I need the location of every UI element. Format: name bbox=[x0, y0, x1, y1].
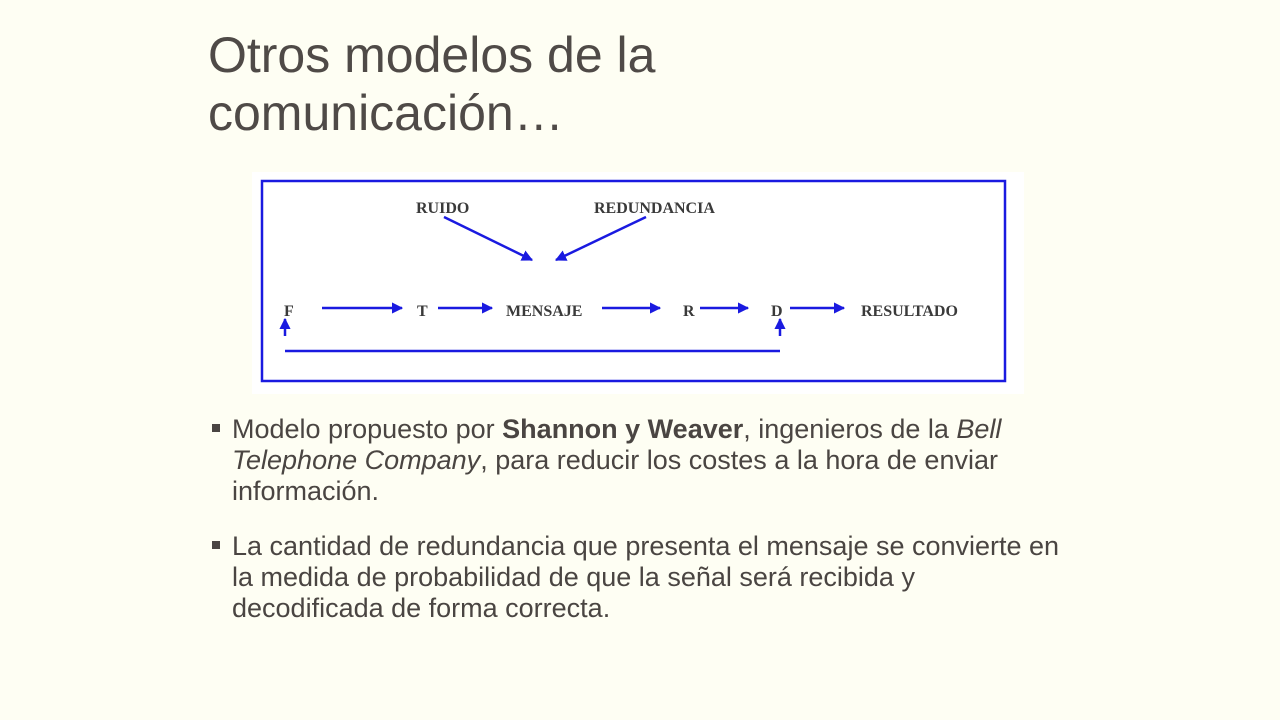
bullet2-text: La cantidad de redundancia que presenta … bbox=[232, 531, 1060, 623]
bullet-list: Modelo propuesto por Shannon y Weaver, i… bbox=[212, 414, 1062, 648]
node-transmitter: T bbox=[417, 303, 428, 320]
node-destination: D bbox=[771, 303, 783, 320]
bullet-item-redundancy: La cantidad de redundancia que presenta … bbox=[212, 531, 1062, 624]
bullet1-company: Bell Telephone Company bbox=[232, 414, 1002, 475]
noise-label: RUIDO bbox=[416, 200, 469, 217]
node-message: MENSAJE bbox=[506, 303, 582, 320]
node-receiver: R bbox=[683, 303, 695, 320]
bullet-marker bbox=[212, 424, 220, 432]
bullet1-text-post: , para reducir los costes a la hora de e… bbox=[232, 445, 998, 506]
bullet1-text-pre: Modelo propuesto por bbox=[232, 414, 503, 444]
bullet-item-shannon-weaver: Modelo propuesto por Shannon y Weaver, i… bbox=[212, 414, 1062, 507]
diagram-svg: RUIDO REDUNDANCIA F T MENSAJE R D RESULT… bbox=[260, 179, 1007, 383]
redundancy-arrow bbox=[554, 215, 647, 262]
bullet1-text-mid: , ingenieros de la bbox=[743, 414, 957, 444]
title-line-1: Otros modelos de la bbox=[208, 27, 656, 83]
node-result: RESULTADO bbox=[861, 303, 958, 320]
redundancy-label: REDUNDANCIA bbox=[594, 200, 715, 217]
title-line-2: comunicación… bbox=[208, 85, 564, 141]
noise-arrow bbox=[443, 215, 534, 262]
bullet-marker bbox=[212, 541, 220, 549]
bullet1-authors: Shannon y Weaver bbox=[502, 414, 744, 444]
slide-title: Otros modelos de la comunicación… bbox=[208, 26, 1108, 142]
diagram-frame bbox=[260, 179, 1007, 383]
communication-model-diagram: RUIDO REDUNDANCIA F T MENSAJE R D RESULT… bbox=[252, 172, 1024, 394]
node-source: F bbox=[284, 303, 294, 320]
